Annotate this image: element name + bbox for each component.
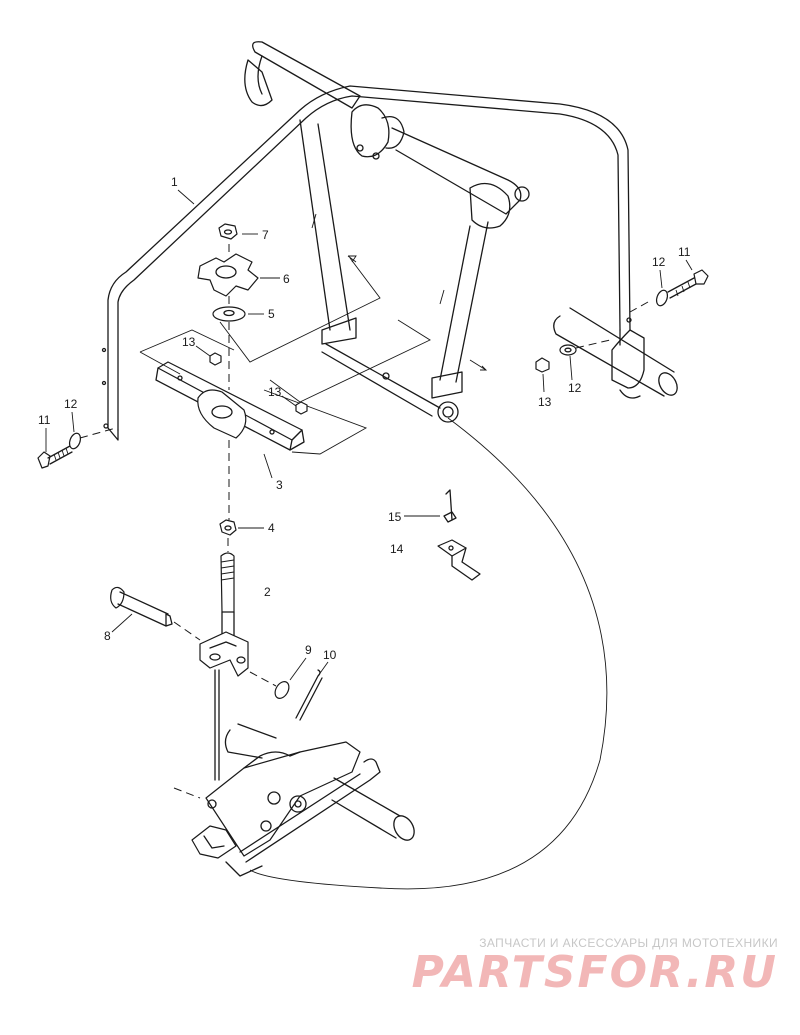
- callout-13-left: 13: [182, 335, 196, 349]
- callout-5: 5: [268, 307, 275, 321]
- washer-12-lower: [559, 344, 577, 356]
- callout-8: 8: [104, 629, 111, 643]
- clevis-block: [199, 631, 249, 677]
- star-knob: [197, 253, 259, 297]
- callout-12-lower: 12: [568, 381, 582, 395]
- watermark-brand: PARTSFOR.RU: [411, 947, 778, 998]
- callout-10: 10: [323, 648, 337, 662]
- washer-12-left: [68, 432, 82, 450]
- callout-7: 7: [262, 228, 269, 242]
- bolt-11-right: [667, 269, 709, 299]
- callout-12-right: 12: [652, 255, 666, 269]
- callout-2: 2: [264, 585, 271, 599]
- lower-axis: [173, 787, 201, 799]
- frame-bar: [101, 85, 645, 441]
- bracket-14: [437, 539, 481, 581]
- left-bolt-axis: [79, 427, 117, 439]
- nut-13-mid: [295, 401, 308, 415]
- right-nut-axis: [575, 339, 611, 349]
- washer-12-right: [655, 289, 669, 307]
- callout-11-left: 11: [38, 413, 51, 427]
- clevis-axis: [249, 671, 277, 687]
- callout-11-right: 11: [678, 245, 691, 259]
- callout-15: 15: [388, 510, 402, 524]
- right-tube: [553, 307, 678, 399]
- nut-13-right: [535, 357, 550, 373]
- lower-arm-assembly: [191, 723, 415, 877]
- bolt-11-left: [37, 445, 73, 469]
- clamp-bracket: [139, 329, 368, 455]
- routing-curve: [249, 417, 608, 890]
- nut-4: [219, 519, 237, 536]
- callout-1: 1: [171, 175, 178, 189]
- callout-4: 4: [268, 521, 275, 535]
- cotter-pin-10: [295, 669, 323, 721]
- nut-7: [218, 223, 238, 240]
- pin-axis: [173, 621, 201, 641]
- rivet-15: [443, 489, 457, 523]
- steering-frame: [244, 41, 530, 423]
- callout-13-right: 13: [538, 395, 552, 409]
- watermark-tagline: ЗАПЧАСТИ И АКСЕССУАРЫ ДЛЯ МОТОТЕХНИКИ: [479, 936, 778, 950]
- nut-13-left: [209, 352, 222, 366]
- pin-8: [110, 586, 173, 627]
- watermark: ЗАПЧАСТИ И АКСЕССУАРЫ ДЛЯ МОТОТЕХНИКИ PA…: [412, 936, 778, 996]
- threaded-rod: [220, 552, 235, 641]
- washer-9: [274, 681, 290, 699]
- callout-3: 3: [276, 478, 283, 492]
- callout-6: 6: [283, 272, 290, 286]
- callout-14: 14: [390, 542, 404, 556]
- frame-dashed-outline: [219, 255, 488, 403]
- right-bolt-axis: [629, 301, 649, 313]
- callouts: 1 7 6 5 13 13 12 11 3 4 2 8 9 10 15 14 1…: [38, 175, 693, 681]
- callout-13-mid: 13: [268, 385, 282, 399]
- callout-9: 9: [305, 643, 312, 657]
- washer-5: [212, 306, 246, 322]
- callout-12-left: 12: [64, 397, 78, 411]
